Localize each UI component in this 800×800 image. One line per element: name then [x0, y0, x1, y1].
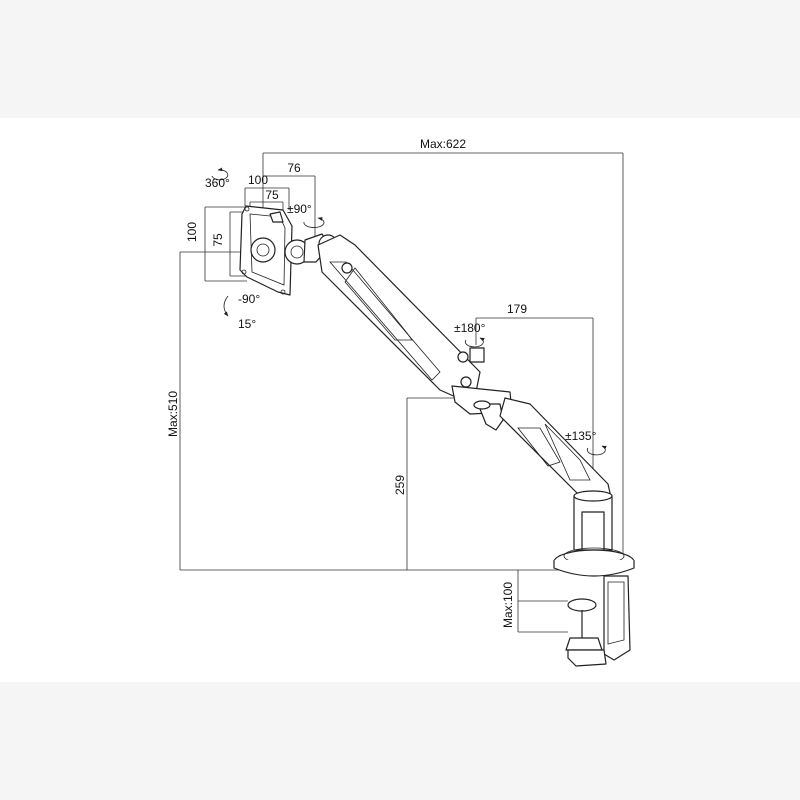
- max-height-dimension: Max:510: [166, 251, 260, 570]
- upper-arm: [317, 234, 485, 399]
- base-swivel-label: ±135°: [565, 429, 597, 443]
- vesa-outer-height-label: 100: [185, 222, 199, 242]
- screen-rotation-indicator: 360°: [205, 167, 230, 190]
- max-reach-label: Max:622: [420, 137, 466, 151]
- min-height-dimension: 259: [393, 397, 470, 570]
- drawing-panel: Max:622 76 100 75 100 75 Max:510: [0, 118, 800, 682]
- min-height-label: 259: [393, 475, 407, 495]
- tilt-down-label: -90°: [238, 292, 260, 306]
- elbow-swivel-label: ±180°: [454, 321, 486, 335]
- lower-arm: [499, 397, 613, 503]
- tilt-down-indicator: -90° 15°: [223, 292, 260, 331]
- tilt-up-label: 15°: [238, 317, 256, 331]
- screen-rotation-label: 360°: [205, 176, 230, 190]
- elbow-joint: [451, 385, 513, 431]
- clamp-range-dimension: Max:100: [501, 570, 568, 633]
- joint-to-pole-label: 179: [507, 302, 527, 316]
- vesa-inner-height-label: 75: [211, 233, 225, 247]
- desk-clamp: [565, 575, 631, 667]
- max-reach-dimension: Max:622: [262, 137, 624, 570]
- arm-offset-dimension: 76: [263, 161, 316, 240]
- joint-to-pole-dimension: 179: [475, 302, 594, 470]
- vesa-height-dimensions: 100 75: [185, 206, 247, 282]
- max-height-label: Max:510: [166, 391, 180, 437]
- vertical-tilt-label: ±90°: [287, 202, 312, 216]
- pole: [573, 490, 613, 551]
- vesa-outer-width-label: 100: [248, 173, 268, 187]
- vesa-inner-width-label: 75: [265, 188, 279, 202]
- vertical-tilt-indicator: ±90°: [287, 202, 325, 228]
- vesa-width-dimensions: 100 75: [244, 173, 290, 212]
- elbow-swivel-indicator: ±180°: [454, 321, 486, 348]
- base-swivel-indicator: ±135°: [565, 429, 607, 456]
- monitor-arm-diagram: Max:622 76 100 75 100 75 Max:510: [166, 137, 635, 667]
- desk-base: [553, 547, 635, 577]
- arm-offset-label: 76: [287, 161, 301, 175]
- clamp-range-label: Max:100: [501, 582, 515, 628]
- vesa-mounting-plate: [239, 205, 293, 296]
